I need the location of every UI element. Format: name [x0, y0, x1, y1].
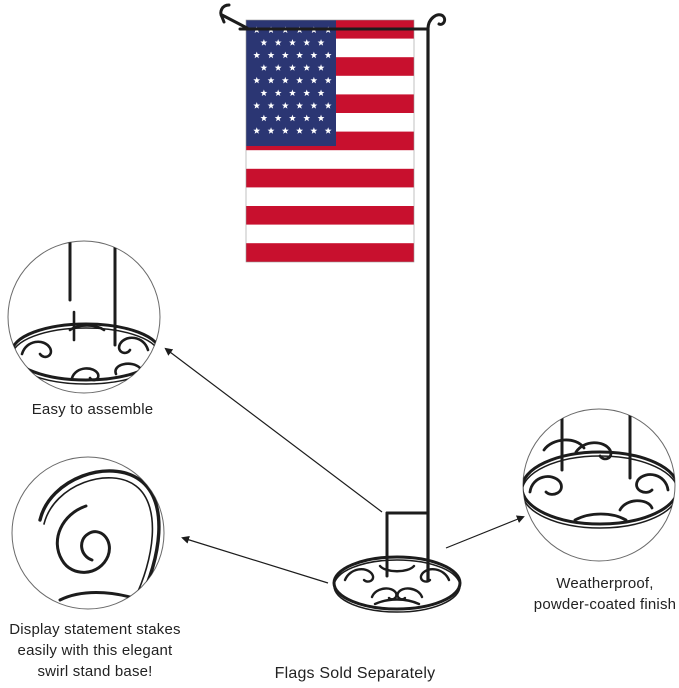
- flag-star: [274, 114, 282, 122]
- flag-star: [260, 64, 268, 71]
- detail-circle-display: [11, 456, 165, 610]
- flag-star: [317, 39, 325, 46]
- us-flag-icon: [245, 19, 415, 263]
- flag-star: [310, 102, 318, 109]
- flag-star: [274, 39, 282, 46]
- flag-star: [303, 64, 311, 71]
- arrow-display: [181, 535, 329, 584]
- caption-easy-to-assemble: Easy to assemble: [10, 399, 175, 420]
- flag-star: [281, 51, 289, 59]
- flag-star: [296, 127, 304, 134]
- flag-star: [303, 89, 311, 96]
- flag-star: [260, 114, 268, 122]
- flag-star: [253, 76, 261, 84]
- caption-assemble-text: Easy to assemble: [31, 401, 154, 418]
- flag-star: [274, 89, 282, 96]
- caption-weather-line1: Weatherproof,: [556, 575, 654, 592]
- flag-star: [267, 76, 275, 84]
- flag-star: [267, 51, 275, 59]
- caption-display-line3: swirl stand base!: [37, 663, 153, 680]
- flag-star: [310, 127, 318, 134]
- flag-star: [324, 76, 332, 84]
- flag-star: [260, 39, 268, 46]
- flag-star: [317, 114, 325, 122]
- flag-star: [289, 39, 296, 46]
- flag-star: [253, 127, 261, 134]
- flag-star: [303, 39, 311, 46]
- pointer-arrow-icon: [164, 347, 525, 584]
- caption-flags-sold-separately: Flags Sold Separately: [240, 663, 470, 684]
- flag-pole: [219, 3, 447, 582]
- flag-star: [281, 76, 289, 84]
- flag-star: [324, 51, 332, 59]
- flag-shade: [245, 19, 415, 263]
- flag-star: [267, 102, 275, 109]
- caption-weather-line2: powder-coated finish: [533, 596, 677, 613]
- flag-star: [317, 89, 325, 96]
- flag-star: [324, 127, 332, 134]
- flag-star: [281, 102, 289, 109]
- flag-star: [289, 64, 296, 71]
- arrow-assemble: [164, 347, 383, 513]
- flag-star: [296, 102, 304, 109]
- caption-display-line1: Display statement stakes: [9, 621, 181, 638]
- flags-note-text: Flags Sold Separately: [274, 665, 436, 682]
- caption-display-line2: easily with this elegant: [17, 642, 173, 659]
- flag-star: [310, 51, 318, 59]
- arrow-weather: [445, 515, 525, 549]
- caption-weatherproof: Weatherproof, powder-coated finish: [520, 573, 679, 615]
- flag-star: [296, 51, 304, 59]
- flag-star: [303, 114, 311, 122]
- flag-star: [253, 102, 261, 109]
- flag-star: [289, 89, 296, 96]
- caption-display-statement: Display statement stakes easily with thi…: [0, 619, 190, 682]
- detail-circle-assemble: [7, 240, 161, 394]
- flag-star: [253, 51, 261, 59]
- flag-star: [267, 127, 275, 134]
- flag-star: [281, 127, 289, 134]
- flag-star: [260, 89, 268, 96]
- swirl-stand-base: [332, 511, 462, 613]
- flag-star: [317, 64, 325, 71]
- flag-star: [274, 64, 282, 71]
- flag-canton: [246, 20, 336, 146]
- flag-star: [296, 76, 304, 84]
- flag-star: [289, 114, 296, 122]
- flag-star: [324, 102, 332, 109]
- detail-circle-weatherproof: [522, 408, 676, 562]
- flag-star: [310, 76, 318, 84]
